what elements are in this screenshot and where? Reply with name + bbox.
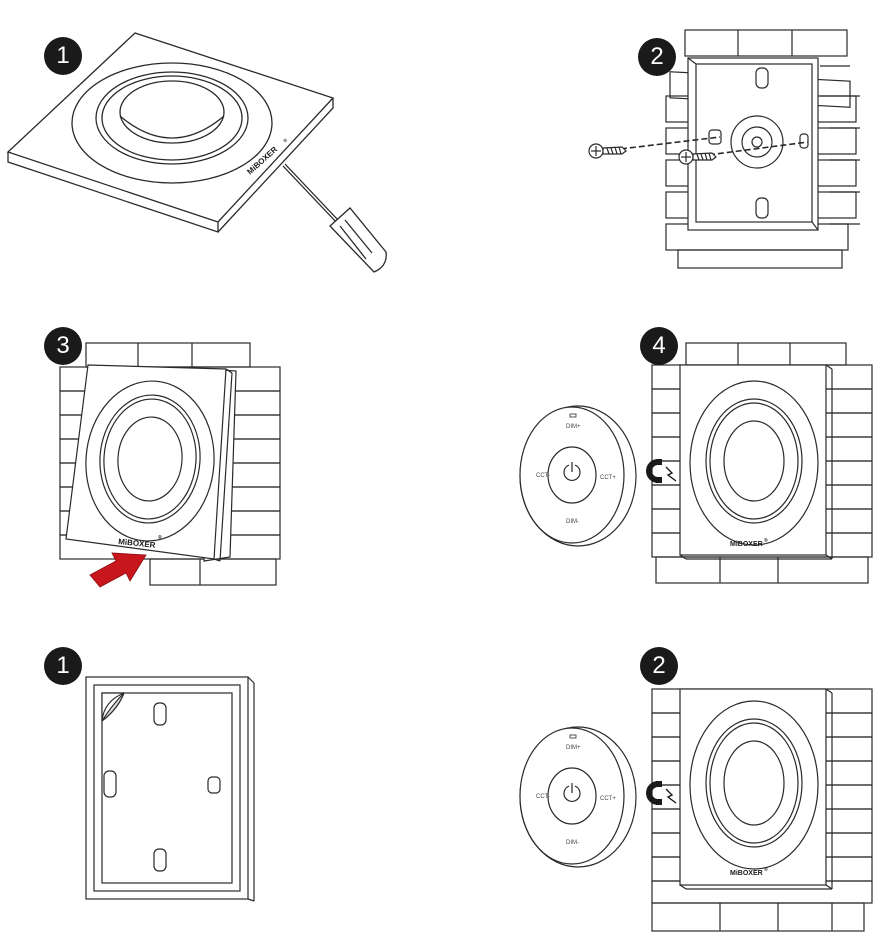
step-number-badge: 4 bbox=[640, 327, 678, 365]
panel-screwdriver-illustration: MiBOXER ® bbox=[6, 32, 387, 273]
remote-wall-illustration: MiBOXER ® DIM+ DIM- CCT- CCT+ bbox=[519, 342, 873, 584]
power-icon bbox=[563, 785, 581, 802]
svg-text:CCT+: CCT+ bbox=[600, 475, 616, 481]
svg-text:®: ® bbox=[764, 866, 768, 873]
power-icon bbox=[563, 464, 581, 481]
magnet-icon bbox=[646, 781, 677, 805]
remote-wall-illustration: MiBOXER ® DIM+ DIM- CCT- CCT+ bbox=[519, 688, 873, 932]
magnet-icon bbox=[646, 459, 677, 483]
screwdriver-icon bbox=[282, 163, 387, 273]
svg-text:®: ® bbox=[282, 137, 290, 145]
step-magnet-remote-adhesive: 2 MiBOXER ® bbox=[519, 645, 891, 937]
step-attach-panel: 3 MiBOXER ® bbox=[0, 325, 300, 595]
step-number-badge: 3 bbox=[44, 327, 82, 365]
step-number-badge: 2 bbox=[638, 38, 676, 76]
step-number-badge: 1 bbox=[44, 37, 82, 75]
svg-text:DIM+: DIM+ bbox=[566, 424, 581, 430]
push-arrow-icon bbox=[89, 552, 147, 588]
brand-logo: MiBOXER bbox=[730, 870, 763, 877]
step-adhesive-base: 1 bbox=[0, 645, 300, 905]
brand-logo: MiBOXER bbox=[118, 537, 156, 550]
step-screw-base: 2 bbox=[560, 20, 891, 280]
svg-text:®: ® bbox=[764, 537, 768, 544]
step-panel-open: 1 MiBOXER ® bbox=[0, 0, 420, 290]
adhesive-base-illustration bbox=[85, 676, 255, 902]
svg-text:®: ® bbox=[158, 534, 162, 541]
svg-text:DIM-: DIM- bbox=[566, 519, 579, 525]
step-magnet-remote: 4 MiBOXER ® bbox=[519, 325, 891, 595]
svg-text:DIM-: DIM- bbox=[566, 840, 579, 846]
step-number-badge: 1 bbox=[44, 647, 82, 685]
panel-attach-illustration: MiBOXER ® bbox=[59, 342, 281, 588]
screw-icon bbox=[678, 149, 717, 165]
svg-text:CCT-: CCT- bbox=[536, 473, 550, 479]
remote-control bbox=[519, 726, 637, 868]
adhesive-sticker-icon bbox=[101, 692, 125, 722]
svg-text:CCT+: CCT+ bbox=[600, 796, 616, 802]
wall-base-illustration bbox=[588, 29, 860, 269]
indicator-led bbox=[569, 734, 577, 739]
screw-icon bbox=[588, 143, 627, 159]
svg-text:CCT-: CCT- bbox=[536, 794, 550, 800]
indicator-led bbox=[569, 413, 577, 418]
brand-logo: MiBOXER bbox=[730, 541, 763, 548]
remote-control bbox=[519, 405, 637, 547]
svg-text:DIM+: DIM+ bbox=[566, 745, 581, 751]
step-number-badge: 2 bbox=[640, 647, 678, 685]
